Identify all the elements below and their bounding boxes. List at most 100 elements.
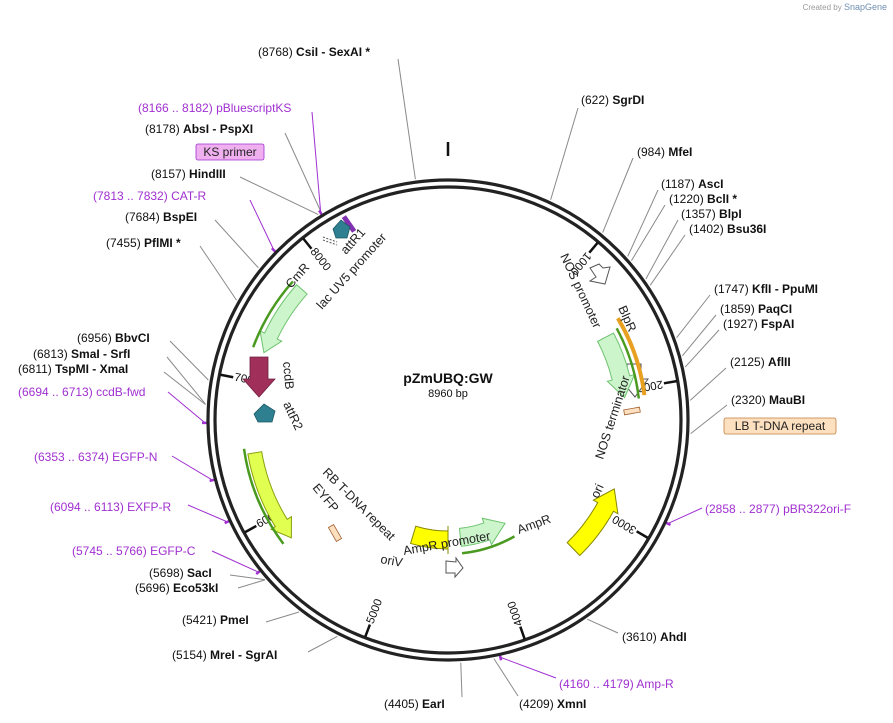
eyfp-orf-bar: [242, 448, 285, 545]
primer-leader: [311, 111, 322, 214]
primer-label: (6353 .. 6374) EGFP-N: [34, 450, 157, 464]
site-leader: [199, 245, 237, 301]
primer-leader: [500, 656, 557, 679]
oriv-arrow: [409, 525, 449, 554]
ampr-orf-bar: [461, 535, 516, 555]
ori-arrow: [566, 488, 619, 557]
primer-label: (6094 .. 6113) EXFP-R: [50, 500, 172, 514]
site-label: (2320) MauBI: [731, 393, 805, 407]
cmr-orf-bar: [251, 280, 294, 348]
site-label: (5421) PmeI: [182, 613, 249, 627]
site-leader: [689, 367, 727, 401]
site-leader: [684, 329, 720, 368]
site-label: (622) SgrDI: [581, 93, 644, 107]
site-label: (4405) EarI: [384, 697, 445, 711]
credit-prefix: Created by: [802, 3, 842, 12]
scale-tick: [635, 530, 649, 539]
site-leader: [237, 579, 266, 589]
site-leader: [681, 314, 717, 357]
site-label: (8157) HindIII: [151, 167, 226, 181]
backbone-outer-circle: [206, 178, 690, 662]
scale-tick: [588, 241, 599, 254]
ks-primer-box: [195, 143, 265, 161]
site-label: (5154) MreI - SgrAI: [172, 648, 277, 662]
scale-tick-label: 3000: [611, 512, 639, 535]
site-leader: [460, 662, 463, 698]
site-leader: [602, 157, 634, 233]
site-label: (6956) BbvCI: [77, 331, 150, 345]
orange-orf-bar: [616, 317, 647, 396]
site-label: (1927) FspAI: [723, 317, 794, 331]
site-label: (5698) SacI: [149, 566, 212, 580]
site-label: (5696) Eco53kI: [135, 581, 218, 595]
scale-tick: [364, 624, 372, 638]
lb-repeat-box: [623, 406, 641, 416]
ampr-arrow: [458, 517, 506, 547]
backbone-inner-circle: [213, 185, 683, 655]
scale-tick: [663, 379, 677, 385]
site-leader: [239, 176, 319, 215]
plasmid-length: 8960 bp: [428, 388, 468, 400]
site-leader: [307, 635, 338, 653]
site-label: (1747) KflI - PpuMI: [714, 282, 818, 296]
site-labels: (8768) CsiI - SexAI *(622) SgrDI(984) Mf…: [18, 45, 851, 711]
primer-label: (8166 .. 8182) pBluescriptKS: [138, 101, 291, 115]
site-label: (1187) AscI: [661, 177, 724, 191]
site-label: (7684) BspEI: [125, 210, 197, 224]
scale-tick: [302, 237, 313, 250]
site-leader: [265, 611, 300, 623]
site-leader: [166, 356, 206, 405]
ccdb-label: ccdB: [280, 361, 296, 390]
site-leader: [163, 371, 206, 405]
site-leader: [229, 574, 265, 581]
site-label: (1220) BclI *: [669, 192, 737, 206]
primer-leader: [249, 199, 275, 251]
snapgene-credit: Created by SnapGene: [803, 2, 887, 12]
primer-leader: [667, 507, 703, 525]
site-label: (2125) AflII: [730, 355, 791, 369]
site-leader: [397, 58, 416, 180]
site-label: (6811) TspMI - XmaI: [18, 362, 128, 376]
primer-leader: [167, 391, 206, 424]
primer-label: (4160 .. 4179) Amp-R: [559, 677, 674, 691]
site-label: (4209) XmnI: [519, 697, 586, 711]
primer-label: (5745 .. 5766) EGFP-C: [72, 544, 196, 558]
scale-tick: [244, 524, 257, 534]
ks-primer-label: KS primer: [203, 145, 256, 159]
snapgene-brand: SnapGene: [843, 2, 887, 12]
site-leader: [550, 107, 579, 200]
feature-group: [242, 215, 649, 579]
nos-promoter-arrow: [588, 263, 611, 285]
site-label: (6813) SmaI - SrfI: [33, 347, 130, 361]
primer-label: (6694 .. 6713) ccdB-fwd: [18, 385, 145, 399]
plasmid-name: pZmUBQ:GW: [403, 370, 493, 386]
site-leader: [631, 204, 666, 261]
site-label: (8768) CsiI - SexAI *: [258, 45, 370, 59]
site-label: (8178) AbsI - PspXI: [145, 122, 253, 136]
scale-tick: [220, 373, 234, 379]
lacuv5-promoter-arrow: [322, 236, 338, 246]
ori-label: ori: [588, 482, 607, 501]
site-leader: [493, 658, 519, 697]
ampr-promoter-arrow: [445, 556, 464, 579]
rb-repeat-box: [327, 524, 343, 542]
site-label: (7455) PflMI *: [106, 236, 181, 250]
site-label: (3610) AhdI: [622, 630, 687, 644]
site-leader: [645, 219, 679, 280]
primer-leader: [211, 550, 259, 573]
primer-leader: [187, 504, 228, 523]
blpr-arrow: [596, 332, 636, 399]
cmr-arrow: [259, 284, 308, 354]
nos-terminator-label: NOS terminator: [593, 374, 633, 461]
ccdb-arrow: [242, 356, 276, 398]
site-label: (1402) Bsu36I: [689, 222, 766, 236]
site-label: (1357) BlpI: [681, 207, 742, 221]
ampr-label: AmpR: [515, 512, 552, 537]
kspr-site-bar: [341, 215, 357, 233]
site-leader: [676, 294, 711, 338]
primer-label: (2858 .. 2877) pBR322ori-F: [705, 502, 851, 516]
site-leader: [627, 189, 659, 257]
site-leader: [284, 132, 322, 213]
eyfp-arrow: [247, 451, 292, 539]
